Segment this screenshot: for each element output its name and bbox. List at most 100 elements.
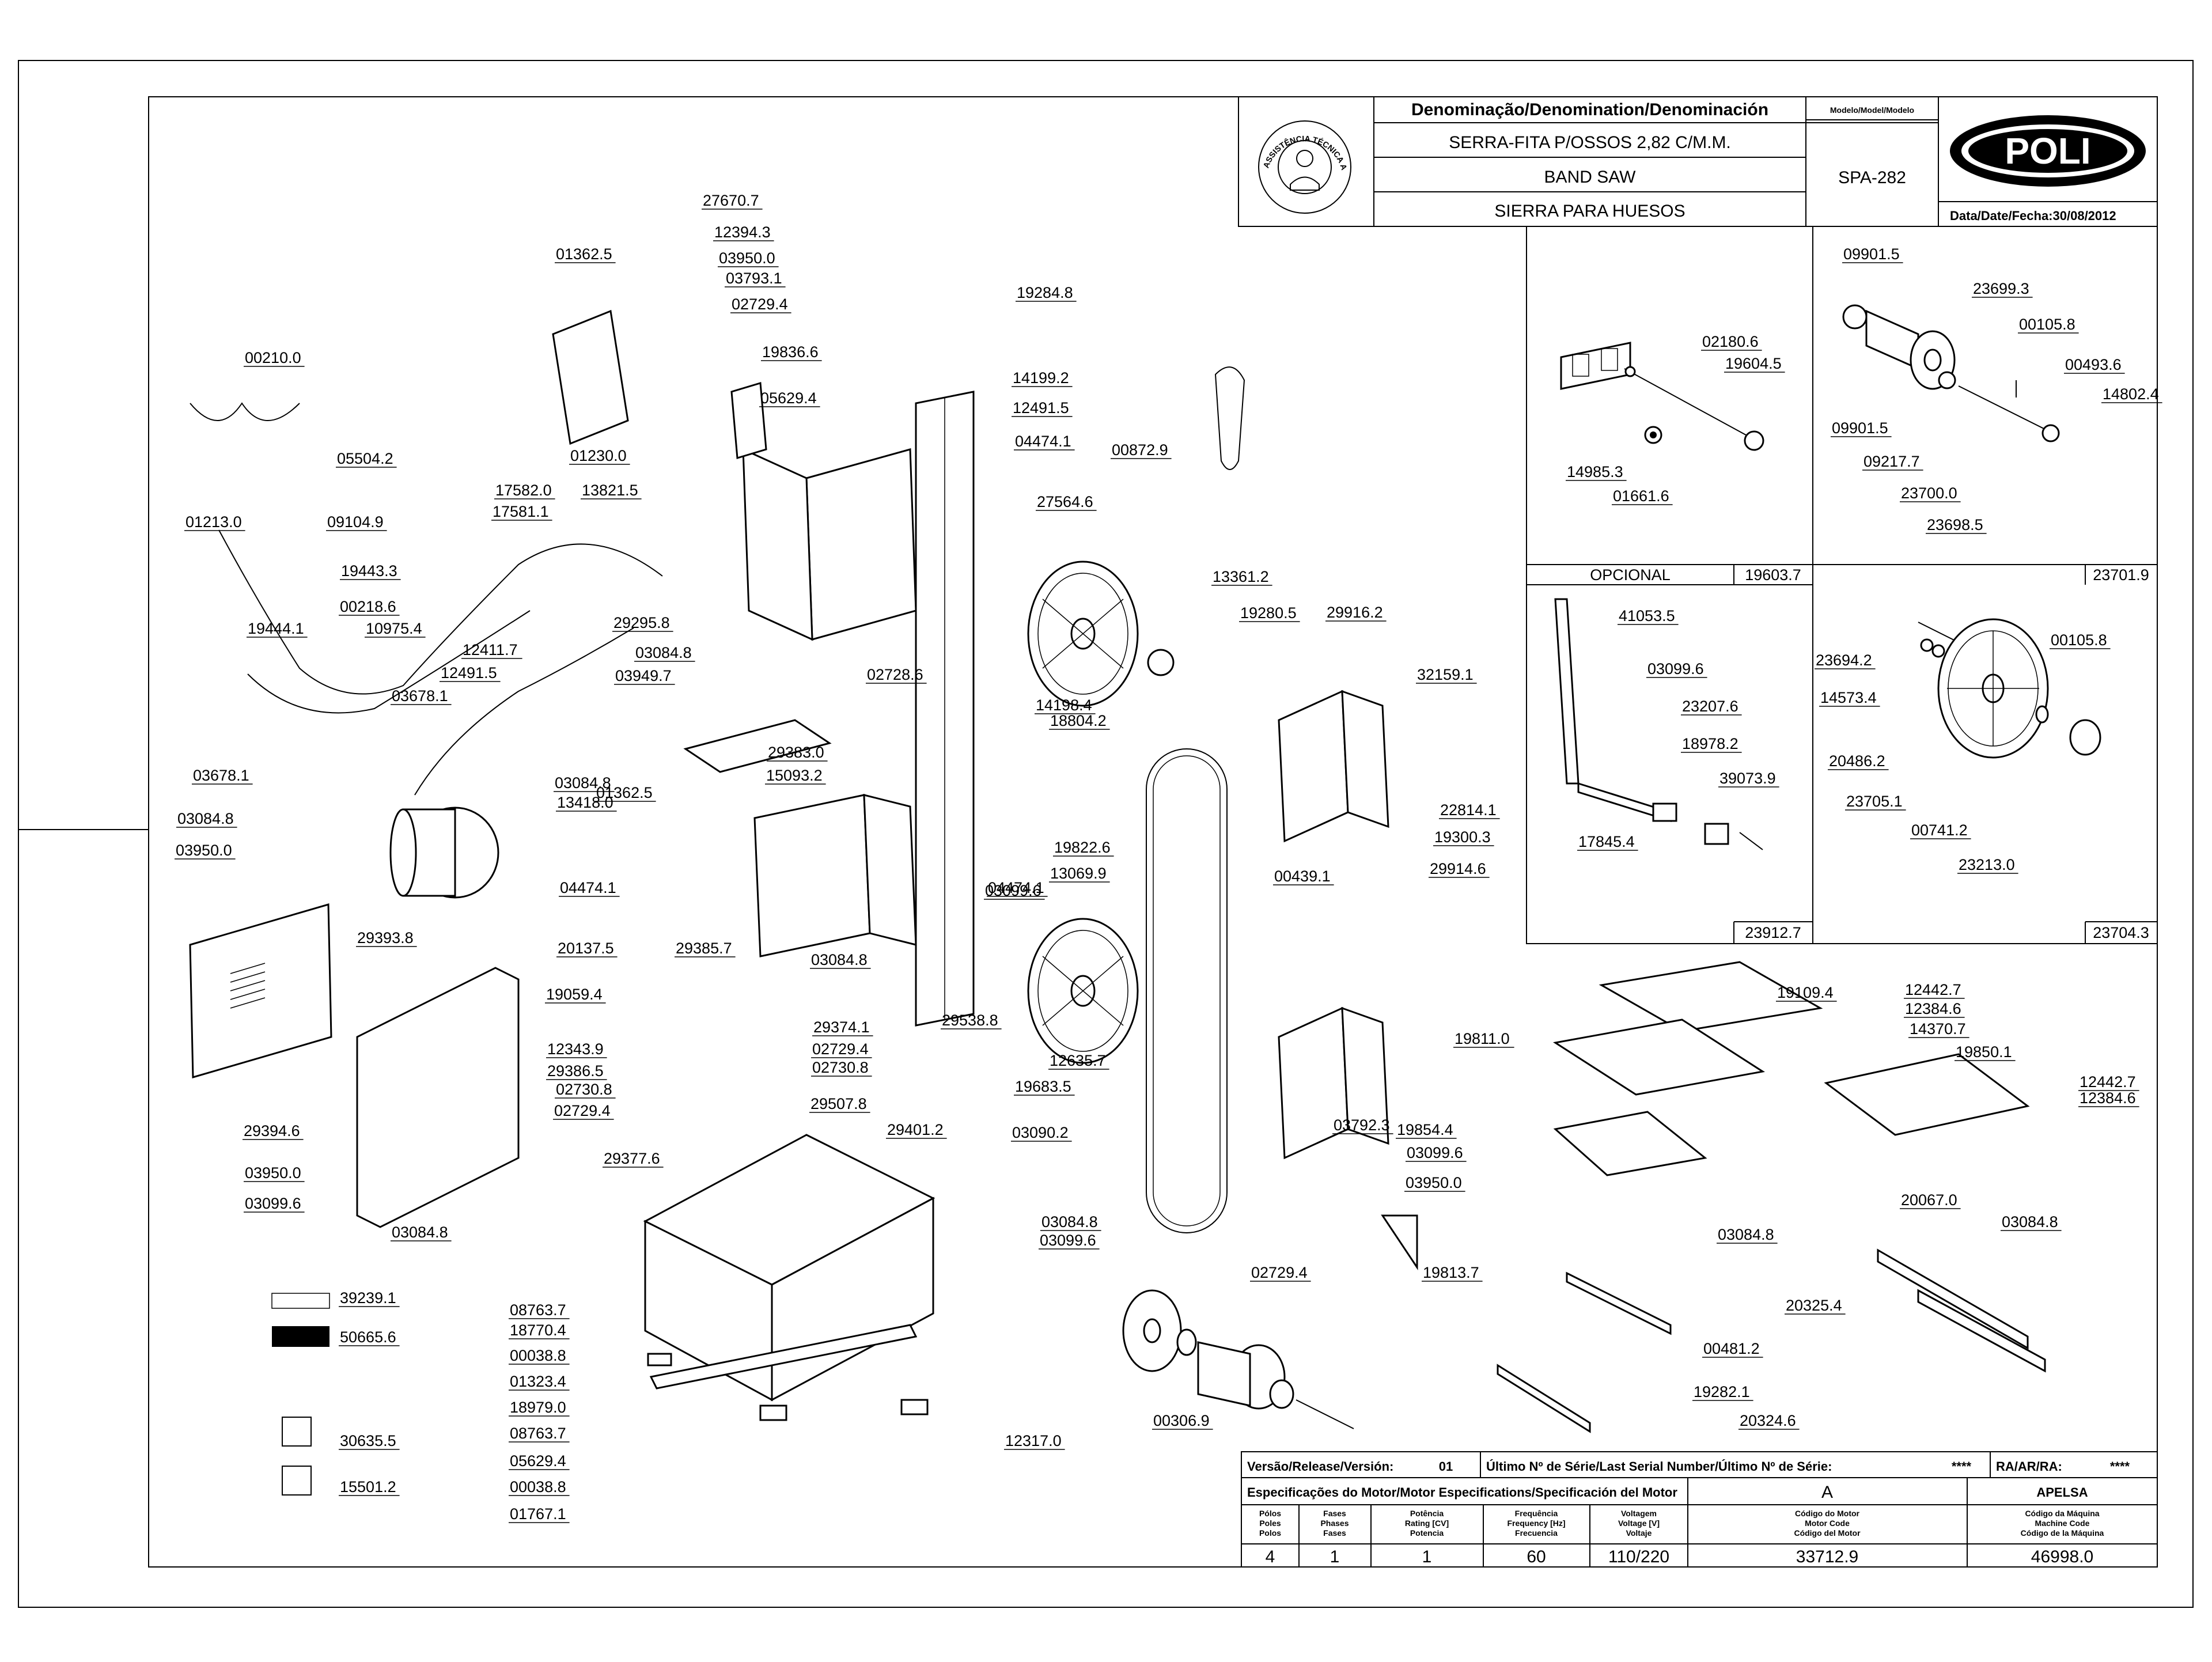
part-number-label: 01362.5	[596, 784, 653, 801]
release-label: Versão/Release/Versión:	[1247, 1459, 1393, 1474]
part-number-label: 01767.1	[510, 1505, 566, 1523]
inset-part-label: 14802.4	[2103, 385, 2159, 403]
inset-part-label: 03099.6	[1647, 660, 1704, 677]
part-number-label: 14370.7	[1910, 1020, 1966, 1038]
column-header: Rating [CV]	[1405, 1519, 1449, 1528]
part-number-label: 03099.6	[245, 1195, 301, 1212]
part-number-label: 08763.7	[510, 1425, 566, 1442]
outer-border	[18, 60, 2194, 1608]
part-number-label: 03950.0	[1406, 1174, 1462, 1191]
part-number-label: 29385.7	[676, 940, 732, 957]
date-value: 30/08/2012	[2053, 209, 2116, 223]
column-header: Código del Motor	[1794, 1528, 1861, 1538]
part-number-label: 04474.1	[988, 879, 1044, 896]
part-number-label: 03678.1	[392, 687, 448, 705]
part-number-label: 29374.1	[813, 1019, 870, 1036]
column-header: Frequência	[1515, 1509, 1558, 1518]
inset-panels: OPCIONAL 19603.7 23701.9 23912.7 23704.3	[1526, 226, 2158, 944]
inset-part-label: 23699.3	[1973, 280, 2029, 297]
spec-value: 60	[1527, 1547, 1546, 1566]
main-drawing	[189, 309, 2046, 1496]
inset-part-label: 00105.8	[2019, 316, 2075, 333]
part-number-label: 05629.4	[760, 389, 817, 407]
part-number-label: 19813.7	[1423, 1264, 1479, 1281]
seal-text: ASSISTÊNCIA TÉCNICA AUTORIZADA	[0, 0, 1349, 171]
inset-part-label: 09901.5	[1832, 419, 1888, 437]
part-number-label: 05629.4	[510, 1452, 566, 1470]
part-number-label: 02729.4	[732, 296, 788, 313]
inset-part-label: 23694.2	[1816, 652, 1872, 669]
part-number-label: 00038.8	[510, 1478, 566, 1496]
inset-part-label: 17845.4	[1578, 833, 1635, 850]
part-number-label: 03084.8	[555, 774, 611, 792]
part-number-label: 29377.6	[604, 1150, 660, 1167]
part-number-label: 13069.9	[1050, 865, 1107, 882]
part-number-label: 19109.4	[1777, 984, 1834, 1001]
part-labels: 27670.701362.512394.303950.003793.102729…	[175, 192, 2139, 1523]
part-number-label: 10975.4	[366, 620, 422, 637]
inset-part-label: 23705.1	[1846, 793, 1903, 810]
column-header: Fases	[1323, 1528, 1346, 1538]
column-header: Polos	[1259, 1528, 1281, 1538]
part-number-label: 15093.2	[766, 767, 823, 784]
part-number-label: 03084.8	[2002, 1213, 2058, 1231]
name-pt: SERRA-FITA P/OSSOS 2,82 C/M.M.	[1449, 133, 1731, 152]
part-number-label: 19282.1	[1694, 1383, 1750, 1400]
part-number-label: 00218.6	[340, 598, 396, 615]
column-header: Pólos	[1259, 1509, 1281, 1518]
part-number-label: 50665.6	[340, 1328, 396, 1346]
warning-label-black	[272, 1326, 329, 1347]
spec-value: 46998.0	[2031, 1547, 2093, 1566]
part-number-label: 29383.0	[768, 744, 824, 761]
spec-value: 1	[1422, 1547, 1432, 1566]
part-number-label: 19836.6	[762, 343, 819, 361]
inset-part-labels: 02180.619604.514985.301661.609901.523699…	[1566, 245, 2162, 874]
inset-part-label: 14573.4	[1820, 689, 1877, 706]
part-number-label: 19811.0	[1455, 1030, 1510, 1047]
part-number-label: 00306.9	[1153, 1412, 1210, 1429]
part-number-label: 30635.5	[340, 1432, 396, 1449]
part-number-label: 03084.8	[1718, 1226, 1774, 1243]
part-number-label: 29386.5	[547, 1062, 604, 1080]
part-number-label: 03099.6	[1407, 1144, 1463, 1161]
part-number-label: 20137.5	[558, 940, 614, 957]
part-number-label: 00210.0	[245, 349, 301, 366]
part-number-label: 19059.4	[546, 986, 603, 1003]
part-number-label: 08763.7	[510, 1301, 566, 1319]
part-number-label: 27670.7	[703, 192, 759, 209]
svg-text:Data/Date/Fecha:30/08/2012: Data/Date/Fecha:30/08/2012	[1950, 209, 2116, 223]
svg-text:ASSISTÊNCIA TÉCNICA AUTORIZADA: ASSISTÊNCIA TÉCNICA AUTORIZADA	[0, 0, 1349, 171]
part-number-label: 12442.7	[2080, 1073, 2136, 1091]
release-value: 01	[1439, 1459, 1453, 1474]
spec-table: Versão/Release/Versión: 01 Último Nº de …	[1241, 1451, 2158, 1568]
inset-part-label: 41053.5	[1619, 607, 1675, 624]
part-number-label: 00038.8	[510, 1347, 566, 1364]
inset-part-label: 20486.2	[1829, 752, 1885, 770]
part-number-label: 01323.4	[510, 1373, 566, 1390]
part-number-label: 05504.2	[337, 450, 393, 467]
part-number-label: 03793.1	[726, 270, 782, 287]
part-number-label: 13821.5	[582, 482, 638, 499]
part-number-label: 13418.0	[557, 794, 613, 811]
part-number-label: 01213.0	[185, 513, 242, 531]
part-number-label: 29507.8	[810, 1095, 867, 1112]
motor-letter: A	[1821, 1483, 1833, 1502]
part-number-label: 18804.2	[1050, 712, 1107, 729]
part-number-label: 32159.1	[1417, 666, 1474, 683]
part-number-label: 09104.9	[327, 513, 384, 531]
part-number-label: 01362.5	[556, 245, 612, 263]
part-number-label: 12491.5	[441, 664, 497, 682]
part-number-label: 20325.4	[1786, 1297, 1842, 1314]
part-number-label: 03084.8	[1041, 1213, 1098, 1231]
inset-part-label: 09217.7	[1863, 453, 1920, 470]
column-header: Voltagem	[1621, 1509, 1657, 1518]
optional-header: OPCIONAL	[1590, 566, 1671, 584]
part-number-label: 03099.6	[1040, 1232, 1096, 1249]
column-header: Potencia	[1410, 1528, 1444, 1538]
spec-value: 4	[1266, 1547, 1275, 1566]
part-number-label: 03084.8	[392, 1224, 448, 1241]
spec-value: 110/220	[1608, 1547, 1669, 1566]
part-number-label: 00872.9	[1112, 441, 1168, 459]
part-number-label: 18979.0	[510, 1399, 566, 1416]
